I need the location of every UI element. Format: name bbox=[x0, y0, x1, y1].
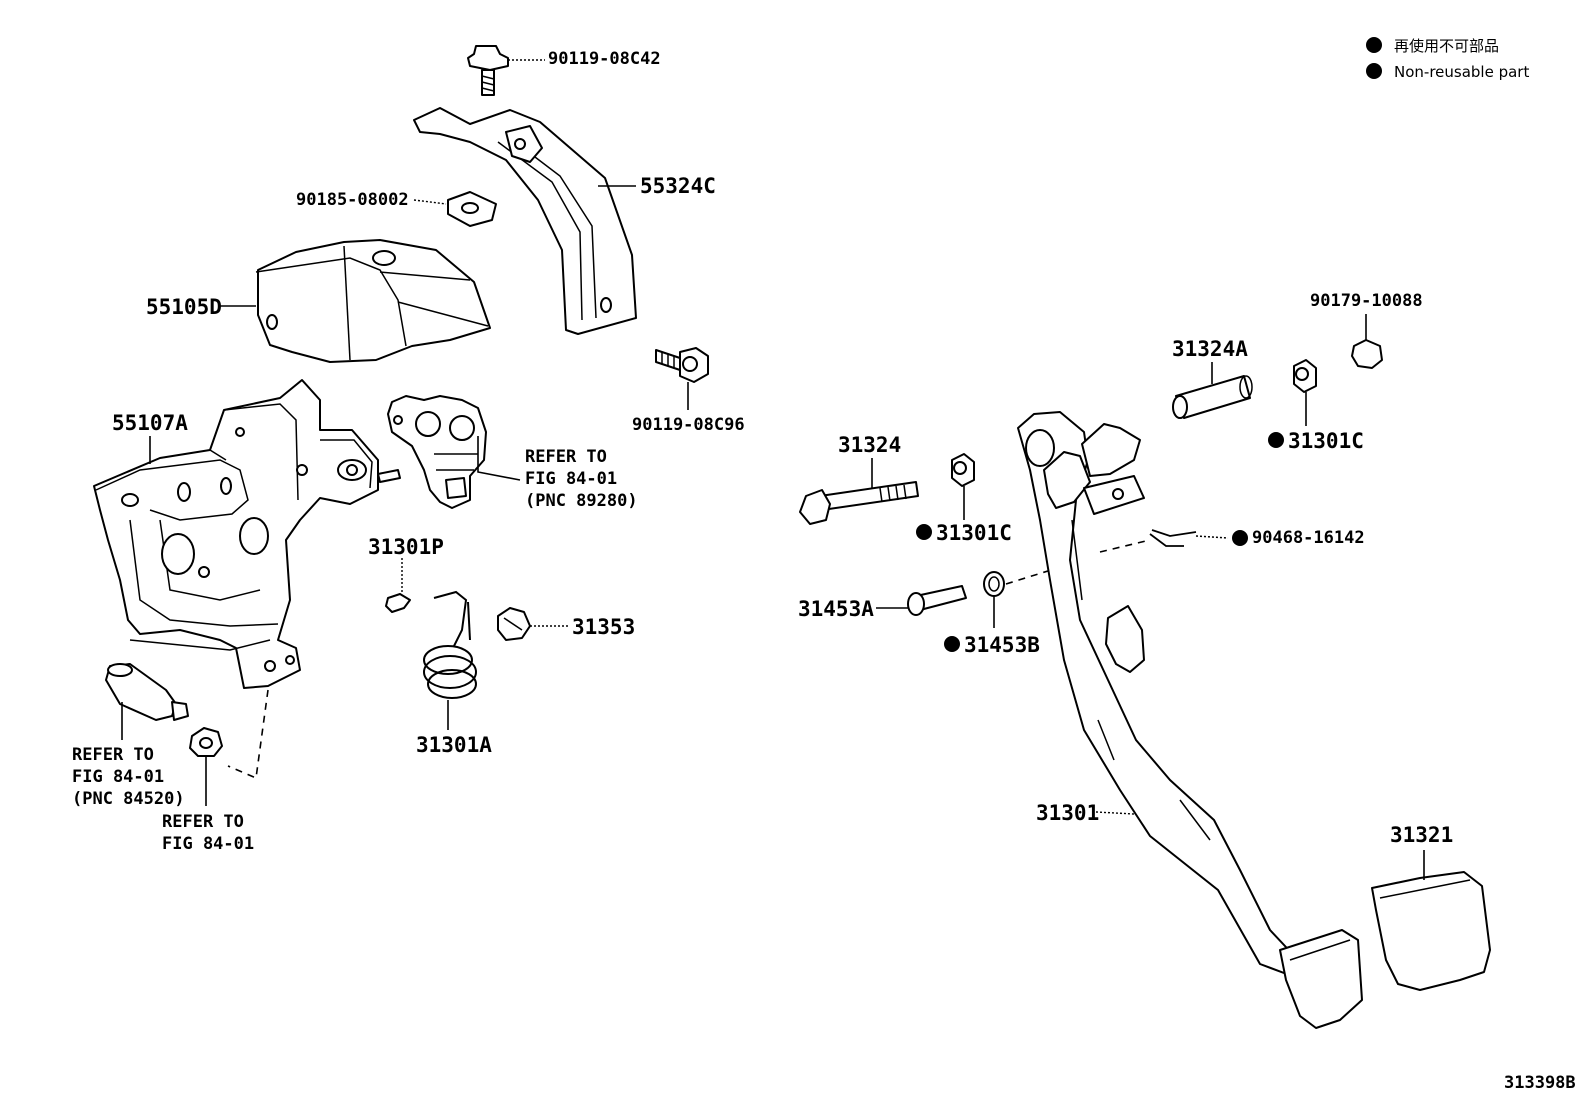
part-label-55107A[interactable]: 55107A bbox=[112, 411, 188, 435]
part-label-31324[interactable]: 31324 bbox=[838, 433, 901, 457]
stop-lamp-switch-part[interactable] bbox=[105, 663, 189, 721]
non-reusable-dot-icon bbox=[1268, 432, 1284, 448]
non-reusable-dot-icon bbox=[916, 524, 932, 540]
collar-31324A-part[interactable] bbox=[1172, 375, 1253, 419]
part-label-31453A[interactable]: 31453A bbox=[798, 597, 874, 621]
nut-31301C-lower-part[interactable] bbox=[951, 453, 975, 487]
part-label-90468-16142[interactable]: 90468-16142 bbox=[1252, 528, 1365, 548]
pedal-pad-31321-part[interactable] bbox=[1371, 871, 1491, 991]
part-label-31301[interactable]: 31301 bbox=[1036, 801, 1099, 825]
part-label-55324C[interactable]: 55324C bbox=[640, 174, 716, 198]
bushing-31453B-part[interactable] bbox=[983, 571, 1005, 597]
assembly-dashed-line bbox=[1005, 539, 1151, 585]
spring-31301A-part[interactable] bbox=[423, 590, 477, 699]
leader-line bbox=[413, 199, 447, 205]
legend-dot-icon bbox=[1366, 63, 1382, 79]
part-label-31301C-upper[interactable]: 31301C bbox=[1288, 429, 1364, 453]
bolt-90119-08C96-part[interactable] bbox=[655, 347, 709, 383]
refer-text-nut-line1: REFER TO bbox=[162, 812, 244, 832]
refer-text-nut-line2[interactable]: FIG 84-01 bbox=[162, 834, 254, 854]
bracket-55324C-part[interactable] bbox=[413, 107, 637, 335]
part-label-90119-08C42[interactable]: 90119-08C42 bbox=[548, 49, 661, 69]
non-reusable-dot-icon bbox=[944, 636, 960, 652]
part-label-90185-08002[interactable]: 90185-08002 bbox=[296, 190, 409, 210]
refer-text-89280-line1: REFER TO bbox=[525, 447, 607, 467]
part-label-31324A[interactable]: 31324A bbox=[1172, 337, 1248, 361]
legend: 再使用不可部品 Non-reusable part bbox=[1366, 37, 1529, 81]
leader-line bbox=[1195, 535, 1229, 539]
pedal-bracket-55107A-part[interactable] bbox=[93, 379, 401, 689]
bolt-90119-08C42-part[interactable] bbox=[467, 45, 509, 96]
part-label-31453B[interactable]: 31453B bbox=[964, 633, 1040, 657]
part-label-90179-10088[interactable]: 90179-10088 bbox=[1310, 291, 1423, 311]
legend-dot-icon bbox=[1366, 37, 1382, 53]
legend-text-jp: 再使用不可部品 bbox=[1394, 37, 1499, 55]
figure-code: 313398B bbox=[1504, 1073, 1576, 1093]
part-label-31321[interactable]: 31321 bbox=[1390, 823, 1453, 847]
brake-pedal-31301-part[interactable] bbox=[1017, 411, 1363, 1029]
legend-text-en: Non-reusable part bbox=[1394, 63, 1529, 81]
refer-text-84520-line2[interactable]: FIG 84-01 bbox=[72, 767, 164, 787]
lock-nut-part[interactable] bbox=[189, 727, 223, 757]
part-label-55105D[interactable]: 55105D bbox=[146, 295, 222, 319]
refer-text-89280-line2[interactable]: FIG 84-01 bbox=[525, 469, 617, 489]
nut-31301C-upper-part[interactable] bbox=[1293, 359, 1317, 393]
bolt-31324-part[interactable] bbox=[799, 481, 919, 525]
clip-90468-16142-part[interactable] bbox=[1149, 529, 1197, 547]
part-label-31301C-lower[interactable]: 31301C bbox=[936, 521, 1012, 545]
leader-line bbox=[1095, 811, 1135, 815]
leader-line bbox=[477, 436, 521, 481]
nut-90179-10088-part[interactable] bbox=[1351, 339, 1383, 369]
bushing-31353-part[interactable] bbox=[497, 607, 531, 641]
part-label-31353[interactable]: 31353 bbox=[572, 615, 635, 639]
refer-text-89280-line3: (PNC 89280) bbox=[525, 491, 638, 511]
non-reusable-dot-icon bbox=[1232, 530, 1248, 546]
part-label-90119-08C96[interactable]: 90119-08C96 bbox=[632, 415, 745, 435]
cover-55105D-part[interactable] bbox=[255, 239, 491, 363]
clip-31301P-part[interactable] bbox=[385, 593, 411, 613]
refer-text-84520-line3: (PNC 84520) bbox=[72, 789, 185, 809]
assembly-dashed-line bbox=[227, 689, 269, 780]
refer-text-84520-line1: REFER TO bbox=[72, 745, 154, 765]
pin-31453A-part[interactable] bbox=[907, 585, 967, 616]
pedal-sensor-part[interactable] bbox=[387, 395, 487, 509]
clip-nut-90185-08002-part[interactable] bbox=[447, 191, 497, 227]
part-label-31301P[interactable]: 31301P bbox=[368, 535, 444, 559]
part-label-31301A[interactable]: 31301A bbox=[416, 733, 492, 757]
